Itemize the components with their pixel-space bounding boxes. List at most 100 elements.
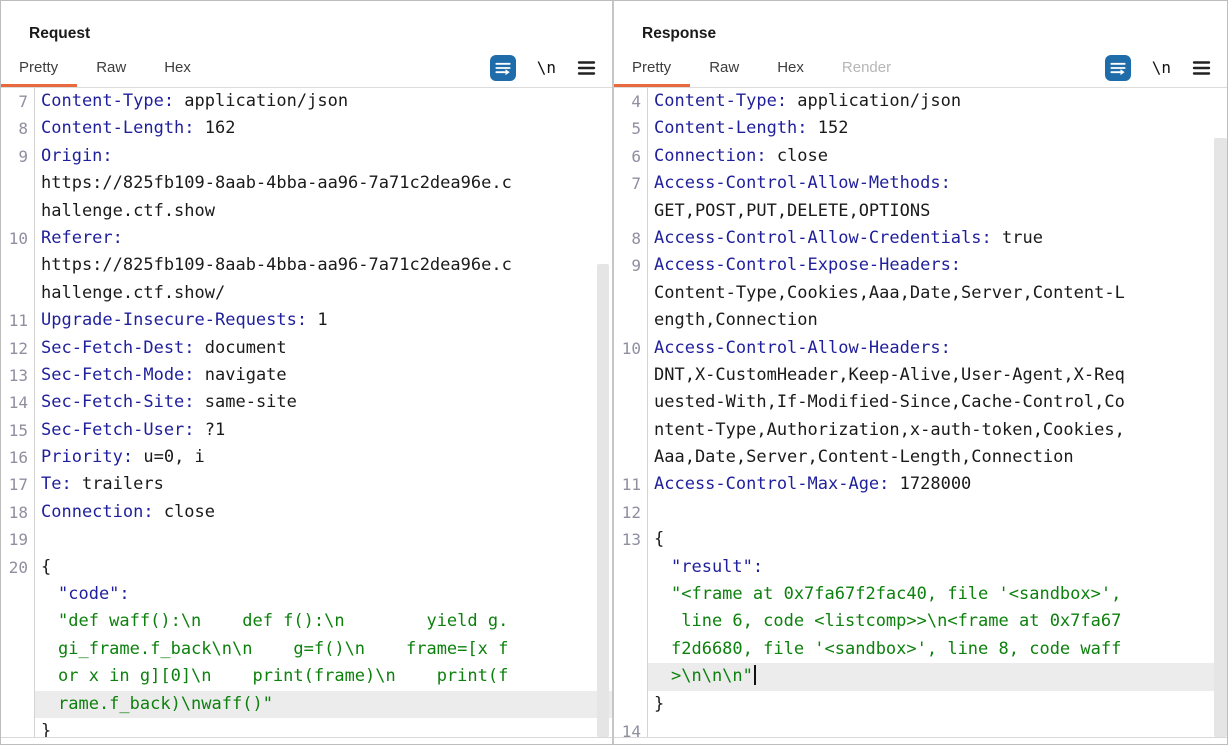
code-row[interactable]: https://825fb109-8aab-4bba-aa96-7a71c2de… (1, 252, 612, 279)
request-scrollbar[interactable] (597, 87, 609, 737)
line-number: 17 (8, 475, 28, 495)
code-text: f2d6680, file '<sandbox>', line 8, code … (671, 638, 1122, 659)
code-row[interactable]: ntent-Type,Authorization,x-auth-token,Co… (614, 417, 1227, 444)
request-scrollbar-thumb[interactable] (597, 264, 609, 737)
code-row[interactable]: "result": (614, 554, 1227, 581)
request-header: Request Pretty Raw Hex \n (1, 1, 612, 87)
tab-render: Render (841, 59, 892, 76)
code-row[interactable]: f2d6680, file '<sandbox>', line 8, code … (614, 636, 1227, 663)
menu-icon[interactable] (1192, 60, 1211, 76)
code-row[interactable]: "def waff():\n def f():\n yield g. (1, 608, 612, 635)
line-number: 20 (8, 557, 28, 577)
code-row[interactable]: uested-With,If-Modified-Since,Cache-Cont… (614, 389, 1227, 416)
code-row[interactable]: GET,POST,PUT,DELETE,OPTIONS (614, 198, 1227, 225)
gutter-divider (34, 87, 35, 737)
code-row[interactable]: 20{ (1, 554, 612, 581)
line-number (614, 636, 647, 663)
code-row[interactable]: hallenge.ctf.show/ (1, 280, 612, 307)
code-row[interactable]: 13{ (614, 526, 1227, 553)
line-number (614, 362, 647, 389)
code-row[interactable]: "<frame at 0x7fa67f2fac40, file '<sandbo… (614, 581, 1227, 608)
response-scrollbar-thumb[interactable] (1214, 138, 1227, 737)
line-number (614, 663, 647, 690)
code-row[interactable]: rame.f_back)\nwaff()" (1, 690, 612, 718)
code-text: Access-Control-Allow-Credentials: true (654, 227, 1043, 248)
code-row[interactable]: or x in g][0]\n print(frame)\n print(f (1, 663, 612, 690)
code-row[interactable]: DNT,X-CustomHeader,Keep-Alive,User-Agent… (614, 362, 1227, 389)
line-number: 12 (8, 338, 28, 358)
newline-icon[interactable]: \n (536, 58, 556, 77)
code-text: Sec-Fetch-Mode: navigate (41, 364, 287, 385)
line-number (614, 417, 647, 444)
request-toolbar: \n (489, 54, 596, 81)
line-number: 10 (621, 338, 641, 358)
code-text: "<frame at 0x7fa67f2fac40, file '<sandbo… (671, 584, 1122, 605)
code-row[interactable]: 14 (614, 718, 1227, 737)
code-text: "code": (58, 584, 130, 605)
request-panel: Request Pretty Raw Hex \n (1, 1, 614, 744)
tab-raw[interactable]: Raw (709, 59, 740, 76)
code-row[interactable]: } (614, 691, 1227, 718)
request-title: Request (29, 25, 91, 42)
word-wrap-icon[interactable] (489, 54, 516, 81)
newline-icon[interactable]: \n (1151, 58, 1171, 77)
code-row[interactable]: Content-Type,Cookies,Aaa,Date,Server,Con… (614, 280, 1227, 307)
code-text: "def waff():\n def f():\n yield g. (58, 611, 509, 632)
code-row[interactable]: } (1, 718, 612, 737)
line-number: 18 (8, 502, 28, 522)
code-row[interactable]: 18 Connection: close (1, 499, 612, 526)
line-number: 15 (8, 420, 28, 440)
line-number: 7 (631, 174, 641, 194)
code-row[interactable]: gi_frame.f_back\n\n g=f()\n frame=[x f (1, 636, 612, 663)
code-row[interactable]: https://825fb109-8aab-4bba-aa96-7a71c2de… (1, 170, 612, 197)
tab-pretty[interactable]: Pretty (19, 59, 59, 76)
code-row[interactable]: ength,Connection (614, 307, 1227, 334)
line-number (614, 389, 647, 416)
line-number: 9 (631, 256, 641, 276)
response-toolbar: \n (1104, 54, 1211, 81)
code-row[interactable]: 12 (614, 499, 1227, 526)
code-text: gi_frame.f_back\n\n g=f()\n frame=[x f (58, 638, 509, 659)
request-tabbar: Pretty Raw Hex \n (1, 51, 612, 84)
hscroll-track-edge (614, 737, 1227, 738)
tab-pretty[interactable]: Pretty (632, 59, 672, 76)
line-number (1, 170, 34, 197)
response-scrollbar[interactable] (1214, 87, 1227, 737)
response-title: Response (642, 25, 717, 42)
tab-hex[interactable]: Hex (164, 59, 191, 76)
word-wrap-icon[interactable] (1104, 54, 1131, 81)
code-row[interactable]: "code": (1, 581, 612, 608)
line-number: 10 (8, 228, 28, 248)
line-number: 13 (621, 530, 641, 550)
code-row[interactable]: Aaa,Date,Server,Content-Length,Connectio… (614, 444, 1227, 471)
code-row[interactable]: hallenge.ctf.show (1, 198, 612, 225)
code-row[interactable]: >\n\n\n" (614, 663, 1227, 691)
code-row[interactable]: line 6, code <listcomp>>\n<frame at 0x7f… (614, 608, 1227, 635)
code-row[interactable]: 19 (1, 526, 612, 553)
menu-icon[interactable] (577, 60, 596, 76)
tab-raw[interactable]: Raw (96, 59, 127, 76)
tab-hex[interactable]: Hex (777, 59, 804, 76)
code-text: Connection: close (41, 501, 216, 522)
